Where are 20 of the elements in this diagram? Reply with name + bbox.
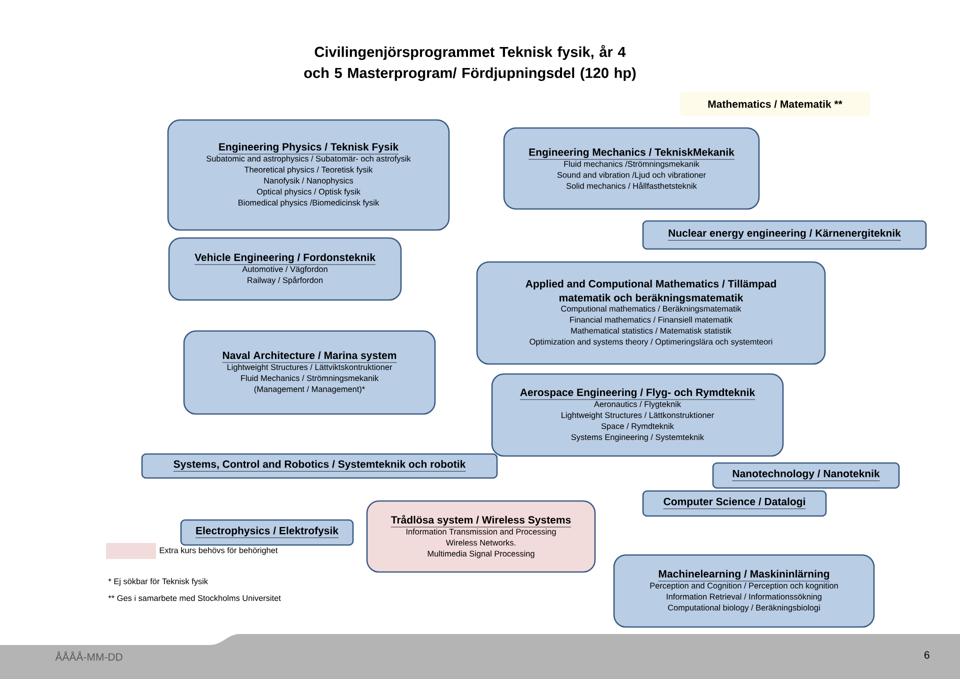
programme-box: Vehicle Engineering / Fordonsteknik Automotive / Vägfordon Railway / Spårfordon: [168, 237, 402, 301]
programme-box: Applied and Computional Mathematics / Tillämpad matematik och beräkningsmatematik Computional mathematics / Beräkningsmatematik Financial mathematics / Finansiell matematik Mathematical statistics / Matematisk statistik Optimization and systems theory / Optimeringslära och systemteori: [476, 261, 826, 365]
page-number: 6: [924, 651, 930, 659]
title: Civilingenjörsprogrammet Teknisk fysik, år 4 och 5 Masterprogram/ Fördjupningsdel (120 hp): [304, 44, 636, 81]
footnote: * Ej sökbar för Teknisk fysik: [108, 578, 208, 586]
programme-box: Nanotechnology / Nanoteknik: [712, 462, 900, 489]
programme-box: Nuclear energy engineering / Kärnenergiteknik: [642, 220, 927, 250]
programme-box: Computer Science / Datalogi: [642, 490, 827, 517]
date-text: ÅÅÅÅ-MM-DD: [55, 651, 122, 661]
programme-box: Aerospace Engineering / Flyg- och Rymdteknik Aeronautics / Flygteknik Lightweight Structures / Lättkonstruktioner Space / Rymdteknik Systems Engineering / Systemteknik: [491, 373, 784, 457]
programme-box: Machinelearning / Maskininlärning Perception and Cognition / Perception och kognition Information Retrieval / Informationssökning Computational biology / Beräkningsbiologi: [613, 554, 875, 628]
programme-box: Systems, Control and Robotics / Systemteknik och robotik: [141, 453, 498, 479]
programme-box: Engineering Mechanics / TekniskMekanik Fluid mechanics /Strömningsmekanik Sound and vibration /Ljud och vibrationer Solid mechanics / Hållfasthetsteknik: [503, 127, 760, 210]
programme-box: Electrophysics / Elektrofysik: [180, 519, 354, 546]
footnote: ** Ges i samarbete med Stockholms Universitet: [108, 594, 281, 601]
programme-box: Naval Architecture / Marina system Lightweight Structures / Lättviktskontruktioner Fluid Mechanics / Strömningsmekanik (Management / Management)*: [183, 330, 436, 415]
programme-box: Trådlösa system / Wireless Systems Information Transmission and Processing Wireless Networks. Multimedia Signal Processing: [366, 500, 596, 573]
heading-band: Mathematics / Matematik **: [680, 92, 870, 116]
programme-box: Engineering Physics / Teknisk Fysik Subatomic and astrophysics / Subatomär- och astrofysik Theoretical physics / Teoretisk fysik Nanofysik / Nanophysics Optical physics / Optisk fysik Biomedical physics /Biomedicinsk fysik: [167, 119, 450, 231]
legend-text: Extra kurs behövs för behörighet: [160, 547, 278, 555]
